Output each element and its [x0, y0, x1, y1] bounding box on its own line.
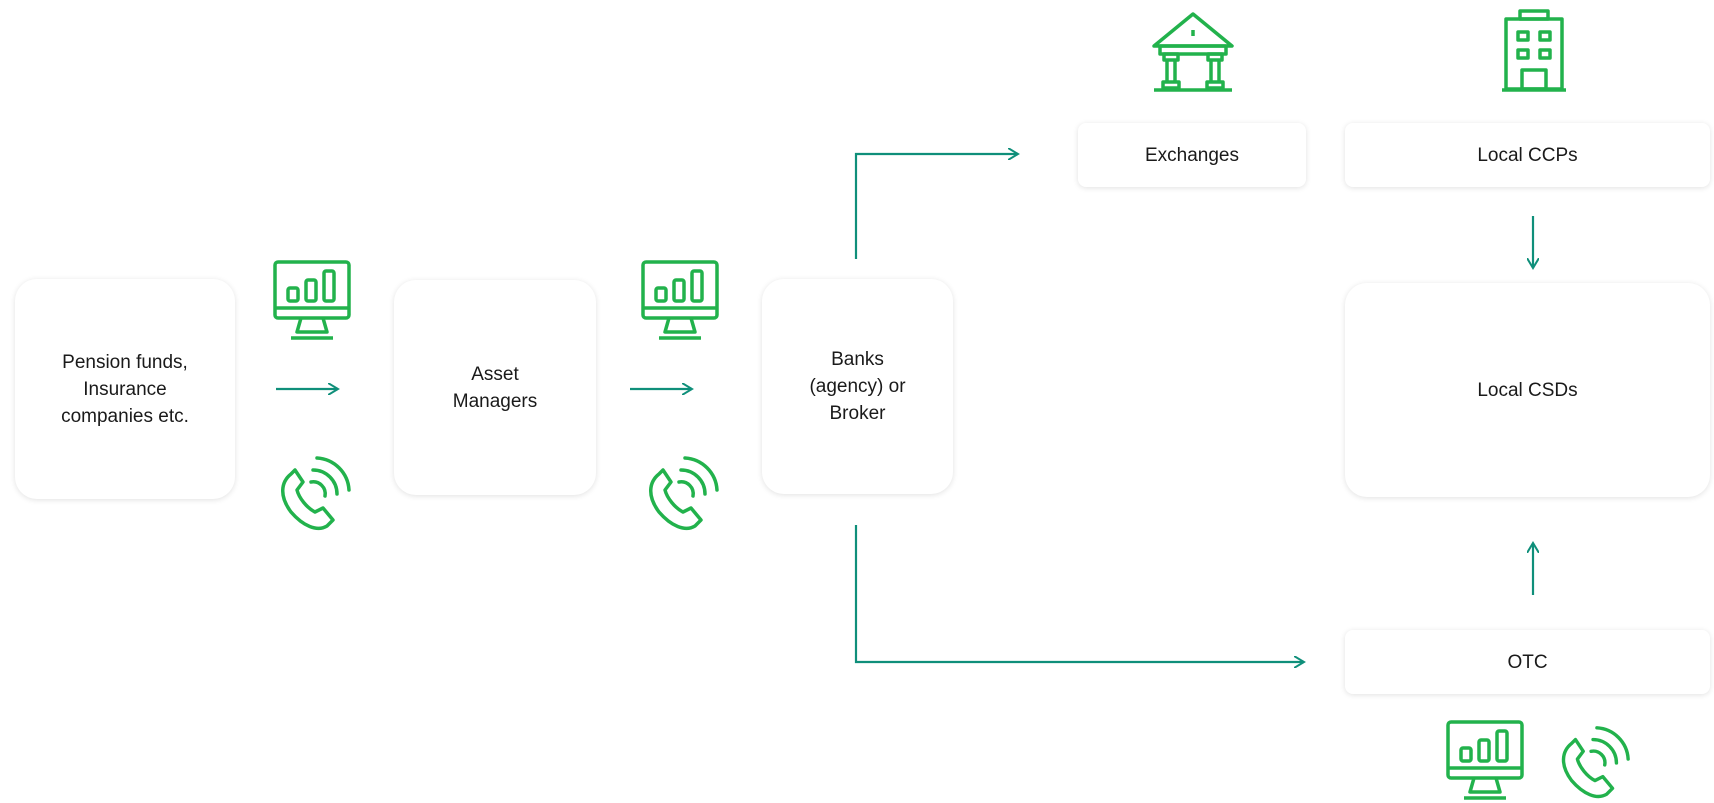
otc-label: OTC [1507, 651, 1548, 673]
bank-building-icon [1152, 12, 1234, 92]
asset-managers-node: Asset Managers [394, 280, 596, 495]
local-ccps-node: Local CCPs [1345, 123, 1710, 187]
pension-funds-node: Pension funds, Insurance companies etc. [15, 279, 235, 499]
exchanges-label: Exchanges [1144, 144, 1239, 166]
phone-icon [649, 456, 719, 531]
phone-icon [1561, 726, 1630, 799]
asset-managers-label: Asset Managers [452, 363, 538, 412]
exchanges-node: Exchanges [1078, 123, 1306, 187]
monitor-chart-icon [273, 260, 351, 340]
local-ccps-label: Local CCPs [1477, 144, 1578, 166]
pension-funds-label: Pension funds, Insurance companies etc. [61, 351, 189, 427]
banks-label: Banks (agency) or Broker [809, 349, 906, 424]
local-csds-node: Local CSDs [1345, 283, 1710, 497]
arrow-banks-to-exchanges [854, 154, 1018, 259]
phone-icon [281, 456, 351, 531]
office-building-icon [1502, 9, 1566, 92]
monitor-chart-icon [641, 260, 719, 340]
local-csds-label: Local CSDs [1477, 379, 1578, 401]
arrow-banks-to-otc [854, 525, 1304, 662]
otc-node: OTC [1345, 630, 1710, 694]
banks-node: Banks (agency) or Broker [762, 279, 953, 494]
monitor-chart-icon [1446, 720, 1524, 800]
